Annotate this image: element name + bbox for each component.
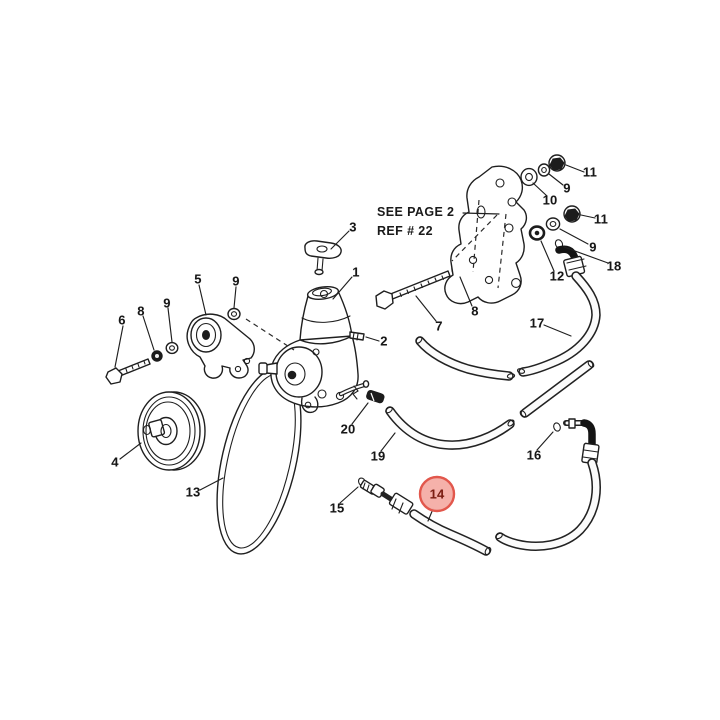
mount-bracket-illustration: [105, 307, 255, 385]
note-line-2: REF # 22: [377, 224, 434, 238]
note-line-1: SEE PAGE 2: [377, 205, 455, 219]
highlight-marker[interactable]: [418, 475, 456, 522]
hose-14-illustration: [357, 477, 492, 556]
callout-13: 13: [185, 484, 201, 500]
callout-12: 12: [549, 268, 565, 284]
callout-15: 15: [329, 500, 345, 516]
hose-19-illustration: [385, 406, 515, 450]
callout-16: 16: [526, 447, 542, 463]
callout-4: 4: [111, 454, 119, 470]
callout-leaders: [114, 164, 609, 504]
cap-illustration: [304, 240, 342, 276]
hose-17-illustration: [516, 245, 601, 377]
callout-5: 5: [194, 271, 202, 287]
hose-segment-upper: [415, 336, 516, 381]
see-page-note: SEE PAGE 2 REF # 22: [377, 203, 454, 241]
callout-7: 7: [435, 318, 443, 334]
callout-19: 19: [370, 448, 386, 464]
callout-10: 10: [542, 192, 558, 208]
return-hose-illustration: [495, 418, 601, 551]
pump-illustration: [258, 285, 370, 414]
callout-3: 3: [349, 219, 357, 235]
callout-6: 6: [118, 312, 126, 328]
callout-9: 9: [163, 295, 171, 311]
callout-1: 1: [352, 264, 360, 280]
callout-9: 9: [563, 180, 571, 196]
callout-8: 8: [137, 303, 145, 319]
pulley-illustration: [137, 391, 206, 471]
hose-segment-diagonal: [519, 360, 595, 418]
callout-11: 11: [582, 164, 598, 180]
alignment-dashes: [245, 214, 498, 351]
fitting-20-illustration: [366, 390, 385, 404]
fastener-cluster-illustration: [520, 154, 581, 249]
callout-17: 17: [529, 315, 545, 331]
callout-9: 9: [589, 239, 597, 255]
callout-2: 2: [380, 333, 388, 349]
callout-9: 9: [232, 273, 240, 289]
ref22-bracket-illustration: [444, 165, 528, 305]
callout-8: 8: [471, 303, 479, 319]
callout-14-highlighted[interactable]: 14: [429, 486, 445, 502]
callout-20: 20: [340, 421, 356, 437]
callout-18: 18: [606, 258, 622, 274]
callout-11: 11: [593, 211, 609, 227]
